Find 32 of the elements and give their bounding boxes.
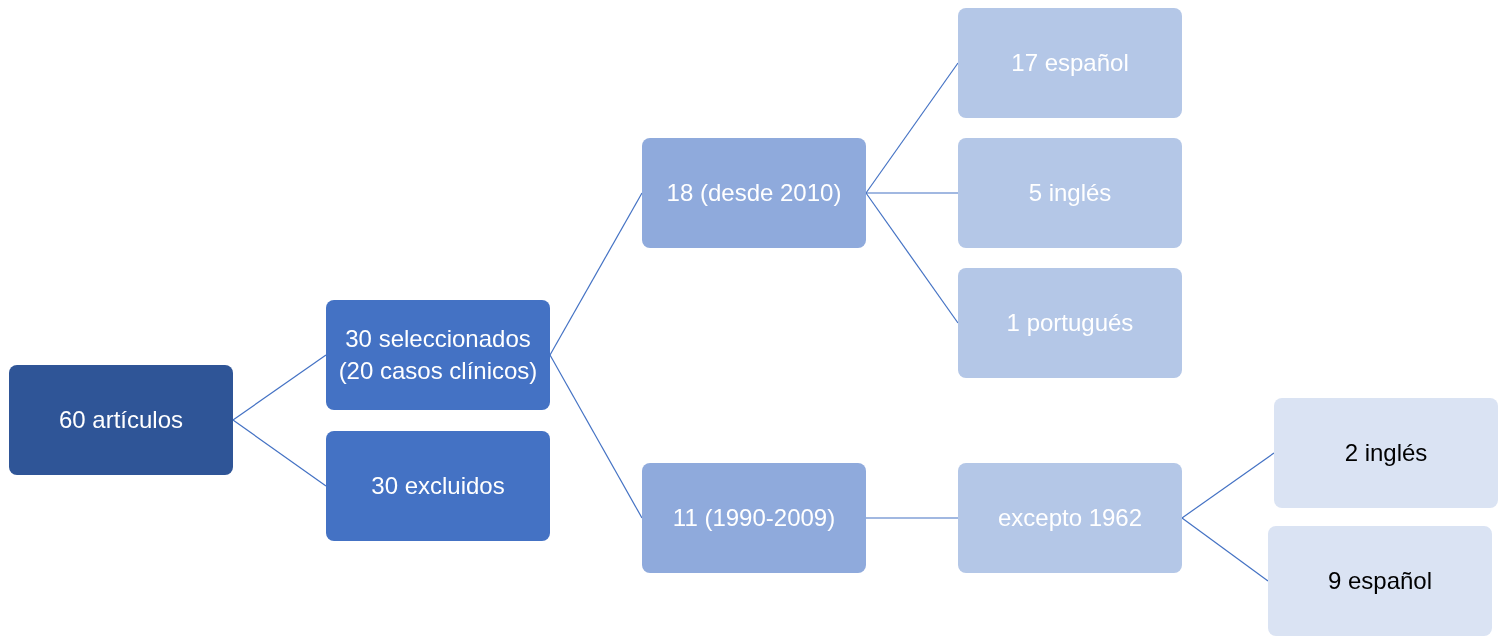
connector-line: [865, 62, 959, 194]
connector-line: [232, 354, 327, 421]
process-box: [642, 463, 866, 573]
box-label: 5 inglés: [1028, 178, 1112, 208]
connector-line: [232, 419, 327, 487]
connector-line: [1181, 517, 1269, 582]
process-box: [1274, 398, 1498, 508]
process-box: [958, 268, 1182, 378]
process-box: [326, 300, 550, 410]
box-label: 1 portugués: [1006, 308, 1134, 338]
box-label: 18 (desde 2010): [666, 178, 842, 208]
process-box: [1268, 526, 1492, 636]
box-label: 17 español: [1011, 48, 1129, 78]
box-label: 9 español: [1327, 566, 1433, 596]
process-box: [958, 463, 1182, 573]
box-label: 30 excluidos: [371, 471, 505, 501]
box-label: 30 seleccionados (20 casos clínicos): [338, 324, 538, 386]
connector-line: [549, 354, 643, 519]
box-label: 11 (1990-2009): [672, 503, 836, 533]
process-box: [326, 431, 550, 541]
box-label: 60 artículos: [58, 405, 184, 435]
process-box: [9, 365, 233, 475]
connector-line: [865, 192, 959, 194]
process-box: [958, 138, 1182, 248]
connector-line: [549, 192, 643, 356]
box-label: 2 inglés: [1344, 438, 1428, 468]
connector-line: [1181, 452, 1275, 519]
connector-line: [865, 192, 959, 324]
box-label: excepto 1962: [997, 503, 1143, 533]
connector-line: [865, 517, 959, 519]
process-box: [642, 138, 866, 248]
process-box: [958, 8, 1182, 118]
